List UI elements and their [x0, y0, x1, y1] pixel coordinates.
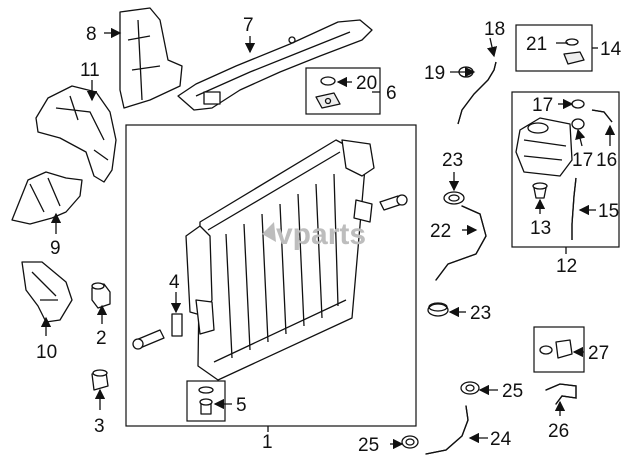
watermark-text: vparts — [276, 218, 366, 251]
reservoir-hose-16-part — [591, 109, 613, 123]
callout-4: 4 — [169, 272, 180, 293]
callout-labels: 8 7 11 9 10 2 3 4 5 1 20 6 18 19 21 14 1… — [36, 15, 622, 456]
bracket-kit-frame-6 — [305, 67, 381, 115]
callout-2: 2 — [96, 328, 107, 349]
callout-1: 1 — [262, 432, 273, 453]
connector-frame-27 — [533, 326, 585, 373]
overflow-hose-part — [457, 61, 497, 125]
hose-clamp-23-lower-part — [427, 302, 449, 317]
callout-27: 27 — [588, 343, 609, 364]
callout-15: 15 — [598, 201, 619, 222]
quick-connector-part — [539, 339, 573, 359]
radiator-core-part — [171, 139, 375, 381]
air-deflector-lower-part — [11, 171, 83, 225]
hose-clamp-25-lower-part — [401, 435, 419, 449]
reservoir-cap-part — [563, 38, 585, 65]
reservoir-hose-15-part — [571, 177, 577, 240]
callout-6: 6 — [386, 83, 397, 104]
leader-lines — [40, 27, 616, 450]
plug-seal-part — [198, 386, 214, 415]
callout-13: 13 — [530, 218, 551, 239]
bracket-kit-part — [315, 76, 341, 109]
air-deflector-upper-part — [35, 85, 117, 183]
callout-7: 7 — [243, 15, 254, 36]
radiator-bolt-part — [379, 194, 408, 211]
callout-18: 18 — [484, 19, 505, 40]
callout-12: 12 — [556, 256, 577, 277]
reservoir-clamp-part — [571, 99, 585, 130]
callout-16: 16 — [596, 150, 617, 171]
coolant-reservoir-part — [515, 117, 573, 177]
callout-3: 3 — [94, 416, 105, 437]
hose-clamp-25-upper-part — [460, 381, 480, 395]
callout-14: 14 — [600, 39, 622, 60]
callout-8: 8 — [86, 24, 97, 45]
callout-5: 5 — [236, 395, 247, 416]
callout-23-lower: 23 — [470, 303, 491, 324]
radiator-mount-part — [91, 282, 111, 309]
callout-21: 21 — [526, 34, 547, 55]
upper-radiator-hose-part — [435, 205, 487, 281]
callout-17-lower: 17 — [572, 150, 593, 171]
lower-radiator-hose-part — [425, 405, 469, 455]
upper-radiator-shield-part — [177, 19, 373, 111]
lower-mount-part — [91, 369, 109, 391]
callout-24: 24 — [490, 429, 512, 450]
callout-26: 26 — [548, 421, 569, 442]
lower-air-guide-part — [21, 261, 73, 323]
drain-bolt-part — [132, 329, 165, 350]
callout-25-upper: 25 — [502, 381, 523, 402]
upper-side-bracket-part — [119, 7, 183, 109]
callout-11: 11 — [80, 60, 100, 81]
callout-19: 19 — [424, 63, 445, 84]
bolt-kit-frame-5 — [186, 380, 226, 422]
reservoir-sensor-13-part — [532, 182, 548, 199]
watermark-logo: vparts — [262, 218, 366, 251]
callout-10: 10 — [36, 342, 57, 363]
callout-22: 22 — [430, 221, 451, 242]
callout-9: 9 — [50, 238, 61, 259]
callout-17-upper: 17 — [532, 95, 553, 116]
radiator-frame — [125, 124, 417, 427]
hose-clamp-23-upper-part — [443, 191, 465, 205]
callout-25-lower: 25 — [358, 435, 379, 456]
callout-23-upper: 23 — [442, 150, 463, 171]
bypass-hose-26-part — [545, 383, 577, 405]
callout-20: 20 — [356, 73, 377, 94]
